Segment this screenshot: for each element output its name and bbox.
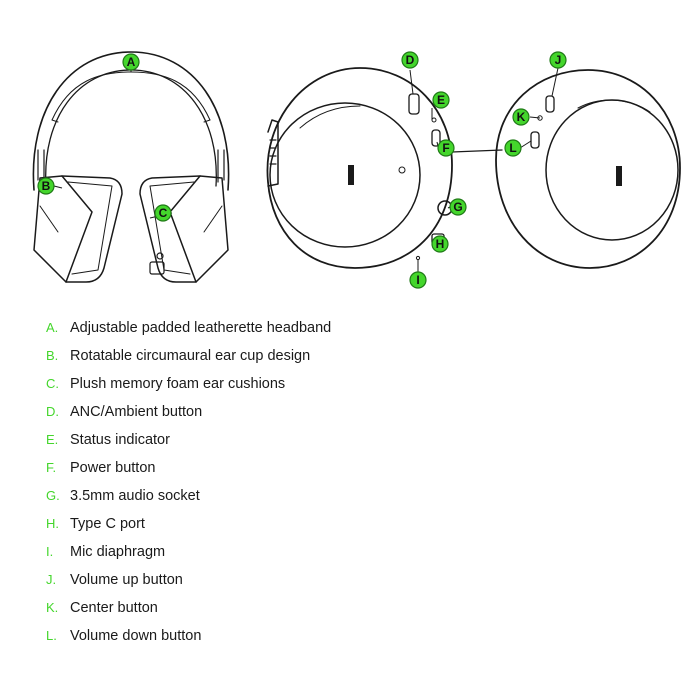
callout-h-label: H [436,237,445,251]
callout-k: K [512,108,530,126]
callout-c-label: C [159,206,168,220]
headphones-diagram: A B C D E F G H I J K L [32,51,681,289]
legend-text: Volume down button [70,628,202,644]
legend-letter: A. [46,320,59,335]
legend-item-c: C. Plush memory foam ear cushions [46,370,666,398]
legend-item-d: D. ANC/Ambient button [46,398,666,426]
parts-legend: A. Adjustable padded leatherette headband… [46,314,666,650]
callout-j-label: J [555,53,562,67]
legend-item-e: E. Status indicator [46,426,666,454]
callout-a: A [122,53,140,71]
callout-l: L [504,139,522,157]
callout-i: I [409,271,427,289]
legend-text: Volume up button [70,572,183,588]
legend-letter: E. [46,432,59,447]
side-view-right-cup [495,69,681,269]
callout-a-label: A [127,55,136,69]
callout-l-label: L [509,141,516,155]
callout-g: G [449,198,467,216]
legend-letter: D. [46,404,59,419]
legend-item-l: L. Volume down button [46,622,666,650]
legend-text: 3.5mm audio socket [70,488,200,504]
legend-item-j: J. Volume up button [46,566,666,594]
callout-f: F [437,139,455,157]
legend-item-h: H. Type C port [46,510,666,538]
leader-lines [53,67,559,272]
legend-text: Plush memory foam ear cushions [70,376,286,392]
callout-g-label: G [453,200,462,214]
legend-text: Adjustable padded leatherette headband [70,320,332,336]
callout-e-label: E [437,93,445,107]
callout-d: D [401,51,419,69]
callout-k-label: K [517,110,526,124]
legend-text: Center button [70,600,158,616]
legend-letter: I. [46,544,54,559]
legend-item-k: K. Center button [46,594,666,622]
legend-letter: F. [46,460,57,475]
legend-letter: G. [46,488,60,503]
legend-text: Type C port [70,516,145,532]
callout-c: C [154,204,172,222]
legend-item-f: F. Power button [46,454,666,482]
callout-b-label: B [42,179,51,193]
legend-letter: K. [46,600,59,615]
front-view-headphones [32,51,230,283]
legend-text: Power button [70,460,156,476]
legend-item-b: B. Rotatable circumaural ear cup design [46,342,666,370]
legend-text: Rotatable circumaural ear cup design [70,348,311,364]
callout-h: H [431,235,449,253]
legend-item-a: A. Adjustable padded leatherette headband [46,314,666,342]
legend-letter: L. [46,628,57,643]
legend-letter: B. [46,348,59,363]
callout-j: J [549,51,567,69]
legend-letter: H. [46,516,59,531]
side-view-left-cup [266,67,503,269]
legend-text: Status indicator [70,432,170,448]
legend-letter: C. [46,376,59,391]
legend-item-g: G. 3.5mm audio socket [46,482,666,510]
callout-b: B [37,177,55,195]
legend-text: ANC/Ambient button [70,404,203,420]
callout-i-label: I [416,273,419,287]
legend-letter: J. [46,572,57,587]
callout-e: E [432,91,450,109]
callout-f-label: F [442,141,449,155]
legend-text: Mic diaphragm [70,544,166,560]
callout-d-label: D [406,53,415,67]
legend-item-i: I. Mic diaphragm [46,538,666,566]
